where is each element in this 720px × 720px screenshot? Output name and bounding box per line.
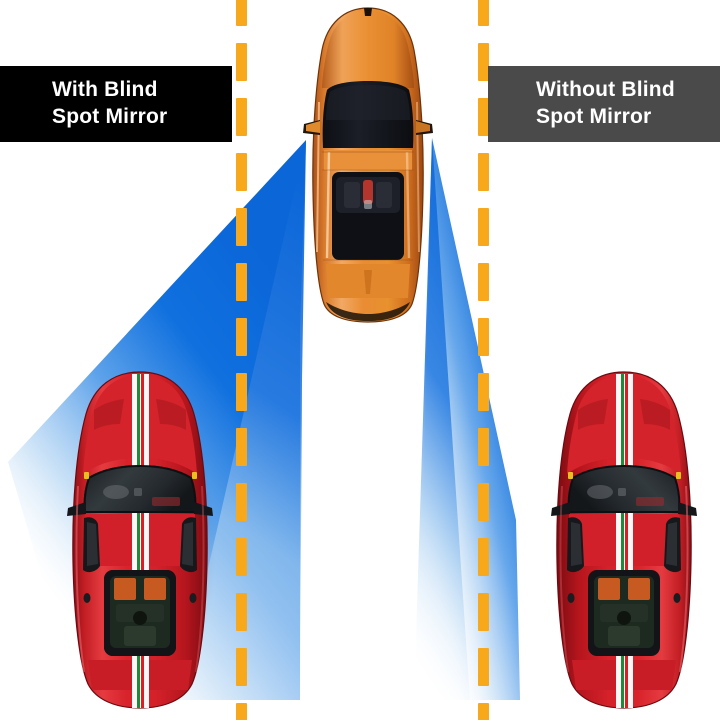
lane-dash <box>478 373 489 411</box>
orange-suv-top-view <box>300 2 436 326</box>
lane-dash <box>478 648 489 686</box>
lane-dash <box>478 0 489 26</box>
label-right-line1: Without Blind <box>536 78 675 102</box>
label-with-blind-spot-mirror: With Blind Spot Mirror <box>0 66 232 142</box>
lane-dash <box>236 98 247 136</box>
label-left-line1: With Blind <box>52 78 158 102</box>
lane-dash <box>478 703 489 720</box>
label-left-line2: Spot Mirror <box>52 105 168 128</box>
lane-dash <box>236 208 247 246</box>
lane-dash <box>478 538 489 576</box>
lane-dash <box>478 208 489 246</box>
label-without-blind-spot-mirror: Without Blind Spot Mirror <box>488 66 720 142</box>
lane-dash <box>236 483 247 521</box>
left-side-mirror <box>303 120 320 135</box>
lane-dash <box>236 648 247 686</box>
lane-dash <box>236 703 247 720</box>
lane-dash <box>478 593 489 631</box>
red-sports-car-right <box>540 366 716 716</box>
right-side-mirror <box>194 502 213 516</box>
lane-marking-right <box>478 0 489 720</box>
lane-dash <box>478 98 489 136</box>
lane-dash <box>236 428 247 466</box>
lane-dash <box>236 373 247 411</box>
lane-dash <box>236 43 247 81</box>
lane-dash <box>236 593 247 631</box>
lane-dash <box>478 153 489 191</box>
lane-marking-left <box>236 0 247 720</box>
racing-stripe <box>132 374 149 708</box>
lane-dash <box>236 263 247 301</box>
lane-dash <box>236 538 247 576</box>
racing-stripe <box>616 374 633 708</box>
lane-dash <box>478 483 489 521</box>
blind-spot-cone-right-inner <box>414 138 470 700</box>
red-sports-car-left <box>56 366 232 716</box>
label-right-line2: Spot Mirror <box>536 105 652 128</box>
lane-dash <box>478 263 489 301</box>
right-side-mirror <box>416 120 433 135</box>
lane-dash <box>478 428 489 466</box>
left-side-mirror <box>551 502 570 516</box>
lane-dash <box>236 0 247 26</box>
lane-dash <box>478 318 489 356</box>
lane-dash <box>236 153 247 191</box>
lane-dash <box>236 318 247 356</box>
lane-dash <box>478 43 489 81</box>
